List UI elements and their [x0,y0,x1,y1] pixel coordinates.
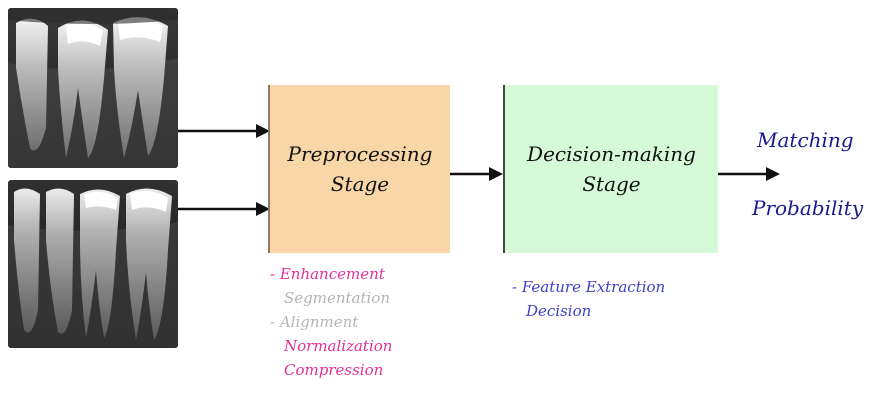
preprocessing-stage-label-line1: Preprocessing [287,142,433,166]
arrowhead-middle [489,167,503,181]
output-label-probability: Probability [752,196,864,220]
preprocessing-stage-box: Preprocessing Stage [268,85,450,253]
preprocessing-steps-list: - Enhancement Segmentation - Alignment N… [270,262,392,382]
decision-step: - Feature Extraction [512,278,666,296]
preprocessing-step: - Alignment [270,313,359,331]
preprocessing-step: Segmentation [284,289,391,307]
preprocessing-step: Compression [284,361,384,379]
output-label-matching: Matching [757,128,854,152]
arrowhead-output [766,167,780,181]
dental-xray-image-bottom [8,180,178,348]
decision-step: Decision [526,302,592,320]
decision-stage-label-line1: Decision-making [527,142,696,166]
preprocessing-step: Normalization [284,337,393,355]
preprocessing-stage-label-line2: Stage [330,172,390,196]
arrowhead-bottom [256,202,270,216]
preprocessing-step: - Enhancement [270,265,385,283]
arrowhead-top [256,124,270,138]
decision-stage-label-line2: Stage [582,172,641,196]
decision-steps-list: - Feature Extraction Decision [512,275,665,323]
dental-xray-image-top [8,8,178,168]
decision-making-stage-box: Decision-making Stage [503,85,718,253]
